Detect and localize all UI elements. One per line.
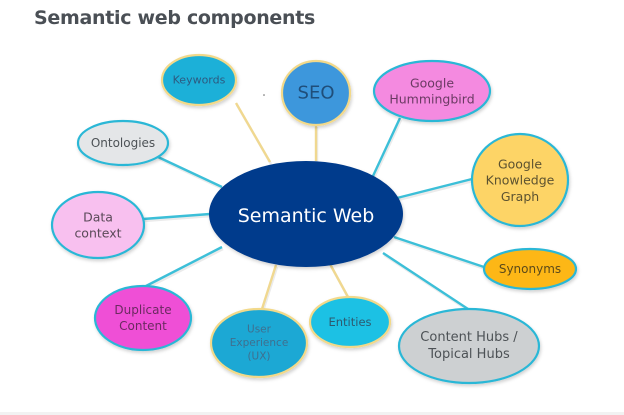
node-label-user-experience: User [247, 323, 272, 335]
bottom-divider [0, 412, 624, 415]
node-keywords: Keywords [160, 53, 238, 107]
connector-shadow [394, 237, 486, 271]
node-entities: Entities [308, 295, 392, 349]
node-data-context: Data context [50, 190, 146, 260]
node-ontologies: Ontologies [76, 119, 170, 167]
node-ellipse-synonyms [482, 247, 578, 291]
node-label-ontologies: Ontologies [91, 136, 155, 150]
node-ellipse-content-hubs [397, 307, 541, 385]
node-label-google-knowledge-graph: Graph [501, 189, 539, 204]
node-ellipse-google-hummingbird [372, 59, 492, 123]
node-label-google-hummingbird: Google [410, 75, 454, 90]
connector-content-hubs [382, 251, 469, 311]
connector-synonyms [393, 235, 485, 269]
node-label-user-experience: Experience [230, 337, 289, 349]
node-label-google-knowledge-graph: Google [498, 156, 542, 171]
node-ellipse-keywords [160, 53, 238, 107]
node-ellipse-ontologies [76, 119, 170, 167]
node-label-duplicate-content: Content [119, 319, 167, 333]
node-ellipse-entities [308, 295, 392, 349]
connector-duplicate-content [145, 245, 223, 288]
connector-lines [142, 102, 486, 313]
node-seo: SEO [280, 59, 352, 127]
center-label: Semantic Web [238, 205, 375, 227]
node-label-content-hubs: Topical Hubs [427, 347, 510, 362]
node-label-data-context: context [74, 226, 121, 241]
center-node: Semantic Web [209, 161, 403, 267]
connector-shadow [146, 247, 224, 290]
connector-shadow [261, 266, 279, 312]
node-label-seo: SEO [298, 83, 335, 104]
node-label-keywords: Keywords [173, 74, 226, 87]
node-label-google-knowledge-graph: Knowledge [486, 173, 555, 188]
node-label-duplicate-content: Duplicate [114, 303, 171, 317]
connector-google-knowledge-graph [396, 177, 473, 200]
node-label-data-context: Data [83, 209, 113, 224]
node-ellipse-duplicate-content [93, 284, 193, 352]
center-ellipse [209, 161, 403, 267]
node-content-hubs: Content Hubs / Topical Hubs [397, 307, 541, 385]
connector-shadow [397, 179, 474, 202]
connector-shadow [158, 157, 224, 191]
node-label-google-hummingbird: Hummingbird [389, 92, 474, 107]
node-label-user-experience: (UX) [247, 351, 270, 363]
node-ellipse-seo [280, 59, 352, 127]
connector-shadow [372, 119, 403, 179]
connector-ontologies [157, 155, 223, 189]
connector-shadow [143, 214, 212, 223]
connector-entities [328, 263, 350, 298]
node-label-synonyms: Synonyms [499, 262, 561, 276]
connector-data-context [142, 212, 211, 221]
node-synonyms: Synonyms [482, 247, 578, 291]
node-ellipse-data-context [50, 190, 146, 260]
page-title: Semantic web components [34, 7, 316, 29]
connector-keywords [234, 102, 272, 163]
connector-google-hummingbird [371, 117, 402, 177]
node-ellipse-user-experience [209, 307, 309, 379]
node-ellipse-google-knowledge-graph [470, 132, 570, 228]
node-label-entities: Entities [328, 315, 371, 329]
node-label-content-hubs: Content Hubs / [420, 330, 518, 345]
connector-user-experience [260, 264, 278, 310]
stray-dot [263, 94, 265, 96]
